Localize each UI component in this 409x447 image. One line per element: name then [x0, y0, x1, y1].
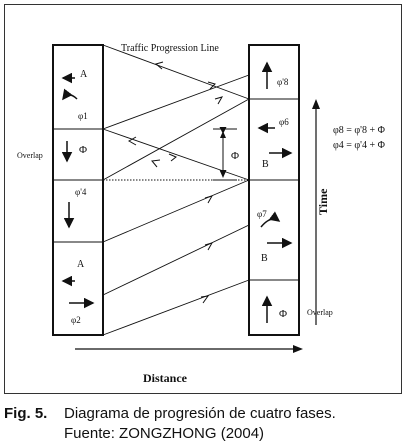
progression-line-3: [102, 74, 250, 130]
caption-line-1: Fig. 5. Diagrama de progresión de cuatro …: [4, 405, 336, 422]
progression-diagram: A φ1 Φ φ'4 A φ2 φ'8: [17, 43, 385, 385]
left-phi4p: φ'4: [75, 187, 87, 197]
left-Phi-mid: Φ: [79, 144, 87, 156]
distance-axis-arrowhead-icon: [293, 345, 303, 353]
right-column-border: [248, 44, 300, 336]
right-label-B-bot: B: [261, 253, 268, 264]
diagram-title: Traffic Progression Line: [121, 43, 219, 54]
line-arrow-9-icon: [200, 295, 210, 304]
offset-bracket: [213, 127, 237, 181]
progression-line-6: [102, 224, 250, 296]
left-signal-column: A φ1 Φ φ'4 A φ2: [52, 44, 104, 336]
right-turn-arrow-icon: [260, 211, 281, 228]
caption-line-2: Fuente: ZONGZHONG (2004): [64, 425, 264, 442]
left-turn-arrow-icon: [62, 88, 78, 101]
line-arrow-3-icon: [127, 136, 137, 146]
progression-line-7: [102, 279, 250, 336]
line-arrow-8-icon: [204, 242, 214, 251]
line-arrow-6-icon: [151, 159, 161, 168]
right-label-B-top: B: [262, 159, 269, 170]
time-axis-label: Time: [316, 188, 330, 215]
distance-axis-label: Distance: [143, 371, 188, 385]
left-phi2: φ2: [71, 315, 81, 325]
line-arrow-7-icon: [204, 195, 214, 204]
figure-number: Fig. 5.: [4, 405, 48, 422]
line-arrow-4-icon: [214, 96, 224, 105]
progression-line-2: [102, 128, 250, 181]
equation-2: φ4 = φ'4 + Φ: [333, 140, 385, 151]
left-label-A-bot: A: [77, 259, 85, 270]
caption-text-1: Diagrama de progresión de cuatro fases.: [64, 405, 336, 422]
caption-text-2: Fuente: ZONGZHONG (2004): [64, 425, 265, 442]
line-arrow-5-icon: [168, 153, 177, 162]
line-arrow-1-icon: [154, 61, 164, 70]
left-label-A-top: A: [80, 69, 88, 80]
offset-label: Φ: [231, 150, 239, 162]
right-phi8p: φ'8: [277, 77, 289, 87]
time-axis-arrowhead-icon: [312, 99, 320, 109]
overlap-right-label: Overlap: [307, 308, 333, 317]
left-column-border: [52, 44, 104, 336]
equation-1: φ8 = φ'8 + Φ: [333, 125, 385, 136]
right-Phi-bot: Φ: [279, 308, 287, 320]
overlap-left-label: Overlap: [17, 151, 43, 160]
figure-frame: A φ1 Φ φ'4 A φ2 φ'8: [4, 4, 402, 394]
right-signal-column: φ'8 φ6 B φ7 B Φ: [248, 44, 300, 336]
progression-line-5: [102, 179, 250, 243]
progression-line-4: [102, 98, 250, 181]
progression-line-1: [102, 44, 250, 100]
right-phi7: φ7: [257, 209, 267, 219]
progression-arrowheads: [127, 61, 224, 304]
right-phi6: φ6: [279, 117, 289, 127]
line-arrow-2-icon: [207, 81, 216, 90]
left-phi1: φ1: [78, 111, 88, 121]
progression-lines: [102, 44, 250, 336]
